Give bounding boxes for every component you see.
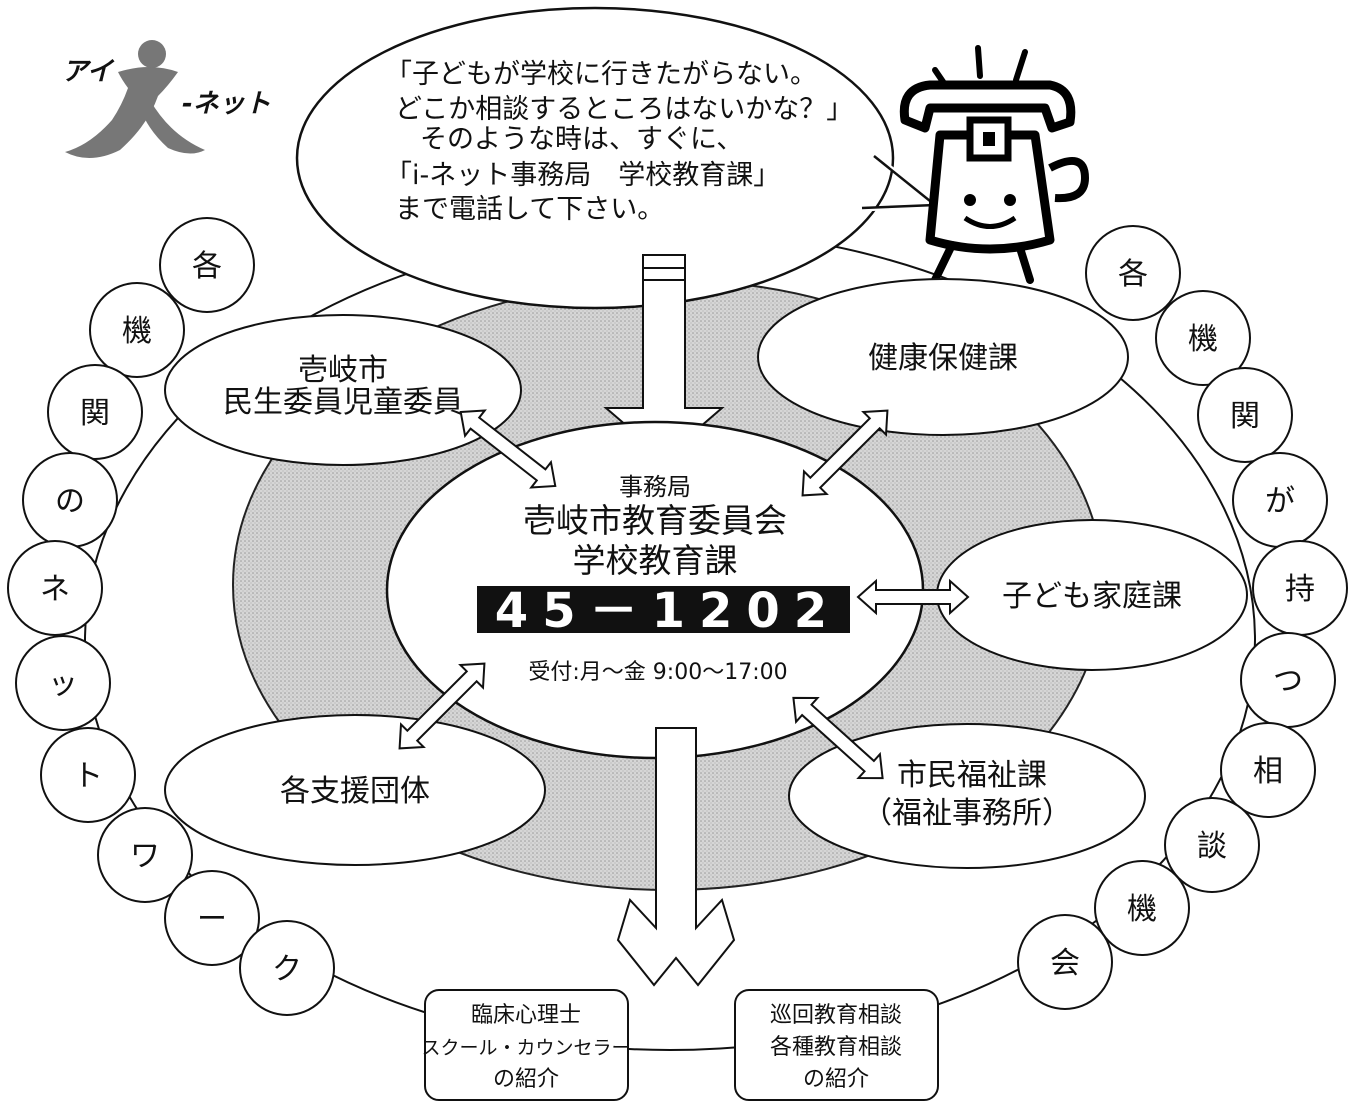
- right-chain-circle: 会: [1017, 914, 1113, 1010]
- node-kenko-label: 健康保健課: [868, 341, 1018, 376]
- arrow-kodomo-center: [856, 578, 970, 616]
- left-chain-circle: ワ: [97, 807, 193, 903]
- reception-hours: 受付:月～金 9:00～17:00: [528, 660, 787, 685]
- right-chain: 各 機 関 が 持 つ 相 談 機 会: [1017, 225, 1348, 1010]
- center-org-2: 学校教育課: [573, 541, 738, 580]
- svg-text:機: 機: [1188, 322, 1218, 357]
- node-kaku-shien: 各支援団体: [164, 714, 546, 866]
- arrow-minsei-center: [459, 409, 557, 489]
- svg-text:機: 機: [122, 314, 152, 349]
- left-chain-circle: の: [22, 452, 118, 548]
- speech-bubble: 「子どもが学校に行きたがらない。 どこか相談するところはないかな？」 そのような…: [295, 6, 941, 310]
- left-chain-circle: ー: [164, 870, 260, 966]
- logo-prefix: アイ: [62, 57, 115, 87]
- svg-text:会: 会: [1050, 946, 1080, 981]
- bubble-line-3: そのような時は、すぐに、: [420, 124, 743, 155]
- node-minsei-line-1: 壱岐市: [298, 353, 388, 388]
- svg-text:ネ: ネ: [40, 572, 70, 607]
- left-chain-circle: ト: [40, 727, 136, 823]
- left-chain-circle: ク: [239, 920, 335, 1016]
- svg-text:相: 相: [1253, 754, 1283, 789]
- svg-text:ワ: ワ: [130, 839, 160, 874]
- arrow-kenko-center: [801, 409, 889, 497]
- left-chain-circle: 関: [47, 364, 143, 460]
- arrow-shien-center: [398, 662, 486, 750]
- bubble-line-4: 「i-ネット事務局 学校教育課」: [385, 160, 780, 191]
- box-consult-line-1: 巡回教育相談: [770, 1003, 902, 1028]
- right-chain-circle: 関: [1197, 367, 1293, 463]
- right-chain-circle: 談: [1164, 797, 1260, 893]
- phone-number: 45－1202: [495, 583, 841, 639]
- i-net-logo: アイ -ネット: [62, 40, 271, 159]
- svg-text:関: 関: [1230, 399, 1260, 434]
- svg-text:談: 談: [1197, 829, 1227, 864]
- svg-text:各: 各: [1118, 257, 1148, 292]
- box-counselor-line-2: スクール・カウンセラー: [421, 1037, 630, 1059]
- left-chain-circle: 機: [89, 282, 185, 378]
- node-fukushi-line-1: 市民福祉課: [897, 758, 1047, 793]
- telephone-mascot-icon: [899, 45, 1090, 284]
- bubble-line-2: どこか相談するところはないかな？」: [395, 94, 853, 125]
- svg-text:ッ: ッ: [48, 667, 78, 702]
- arrow-fukushi-center: [792, 696, 884, 780]
- node-kodomo-label: 子ども家庭課: [1002, 579, 1182, 614]
- center-label: 事務局: [619, 473, 691, 501]
- box-counselor: 臨床心理士 スクール・カウンセラー の紹介: [421, 989, 631, 1101]
- node-minsei-iin: 壱岐市 民生委員児童委員: [164, 314, 522, 466]
- node-shien-label: 各支援団体: [280, 774, 430, 809]
- center-org-1: 壱岐市教育委員会: [523, 501, 787, 540]
- node-kenko-hokenka: 健康保健課: [757, 278, 1129, 436]
- svg-text:持: 持: [1285, 572, 1315, 607]
- bubble-line-1: 「子どもが学校に行きたがらない。: [385, 59, 817, 90]
- svg-text:関: 関: [80, 396, 110, 431]
- center-office: 事務局 壱岐市教育委員会 学校教育課 45－1202 受付:月～金 9:00～1…: [385, 420, 925, 760]
- right-chain-circle: 機: [1094, 860, 1190, 956]
- node-kodomo-katei: 子ども家庭課: [936, 519, 1248, 671]
- svg-text:各: 各: [192, 249, 222, 284]
- right-chain-circle: 機: [1155, 290, 1251, 386]
- right-chain-circle: 相: [1220, 722, 1316, 818]
- svg-text:ー: ー: [197, 902, 227, 937]
- box-consult-line-3: の紹介: [803, 1067, 869, 1092]
- logo-suffix: -ネット: [182, 89, 271, 119]
- left-chain-circle: ネ: [7, 540, 103, 636]
- svg-text:が: が: [1265, 484, 1295, 519]
- svg-text:つ: つ: [1273, 664, 1303, 699]
- box-counselor-line-1: 臨床心理士: [471, 1003, 581, 1028]
- node-minsei-line-2: 民生委員児童委員: [223, 385, 463, 420]
- box-counselor-line-3: の紹介: [493, 1067, 559, 1092]
- left-chain: 各 機 関 の ネ ッ ト ワ ー ク: [7, 217, 335, 1016]
- right-chain-circle: が: [1232, 452, 1328, 548]
- svg-text:の: の: [55, 484, 85, 519]
- left-chain-circle: ッ: [15, 635, 111, 731]
- left-chain-circle: 各: [159, 217, 255, 313]
- right-chain-circle: 持: [1252, 540, 1348, 636]
- bubble-line-5: まで電話して下さい。: [395, 194, 664, 225]
- svg-text:ク: ク: [272, 952, 302, 987]
- svg-text:機: 機: [1127, 892, 1157, 927]
- phone-number-box: [477, 586, 850, 633]
- box-consultation: 巡回教育相談 各種教育相談 の紹介: [734, 989, 939, 1101]
- node-fukushi-line-2: （福祉事務所）: [862, 796, 1072, 831]
- arrow-down-fork: [616, 727, 736, 987]
- right-chain-circle: つ: [1240, 632, 1336, 728]
- svg-text:ト: ト: [73, 759, 103, 794]
- right-chain-circle: 各: [1085, 225, 1181, 321]
- box-consult-line-2: 各種教育相談: [770, 1035, 902, 1060]
